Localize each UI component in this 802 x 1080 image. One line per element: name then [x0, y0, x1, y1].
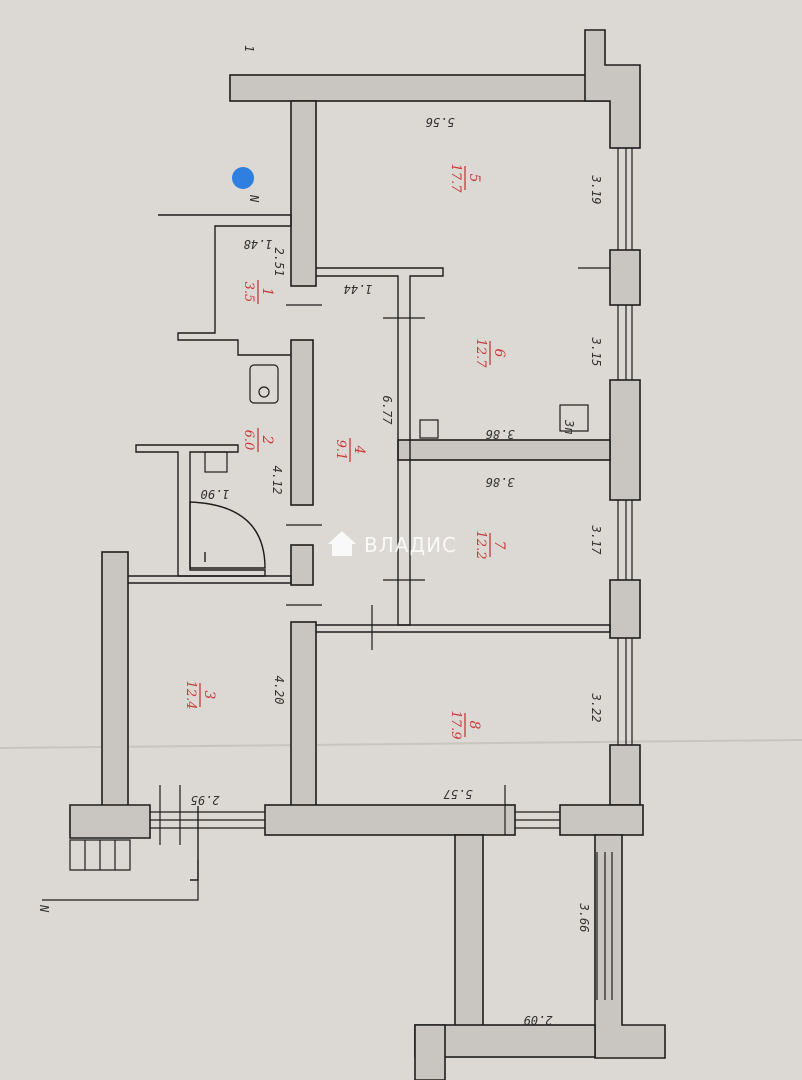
wall-left-3	[101, 551, 129, 808]
wall-inner-1	[290, 100, 317, 287]
window-annex	[596, 852, 613, 1000]
wall-right-pier-1	[609, 249, 641, 306]
paper-fold	[0, 739, 802, 749]
wall-annex-corner	[414, 1024, 446, 1080]
dimension-corridor-width: 1.44	[344, 282, 373, 296]
dimension-room3-width: 2.95	[191, 793, 220, 807]
wall-right-pier-2	[609, 379, 641, 501]
room-number: 2	[259, 435, 275, 445]
dimension-bottom-width: 5.57	[443, 787, 473, 801]
partition-4-8	[316, 624, 611, 633]
room-label-7: 712.2	[473, 531, 507, 560]
room-label-6: 612.7	[473, 339, 507, 369]
dimension-annex-width: 2.09	[524, 1013, 553, 1027]
window-room-6	[617, 305, 633, 380]
entrance-line	[42, 860, 199, 901]
partition-3-top	[128, 575, 292, 584]
shower-tray	[189, 501, 266, 569]
dimension-room3-height: 4.20	[272, 676, 286, 705]
wall-bottom-3-left	[69, 804, 151, 839]
label-n: N	[247, 194, 261, 203]
room-labels: 13.5 26.0 312.4 49.1 517.7 612.7 712.2 817.9	[183, 164, 507, 740]
watermark: ВЛАДИС	[328, 531, 457, 557]
dimension-room1-width: 1.48	[244, 237, 273, 251]
wall-right-pier-3	[609, 579, 641, 639]
dimension-room7-height: 3.17	[589, 525, 603, 556]
window-bottom-8	[515, 811, 560, 829]
dimension-corridor-length: 6.77	[380, 396, 394, 426]
room-label-1: 13.5	[241, 280, 275, 304]
wall-top-right	[584, 29, 641, 149]
room-area: 12.4	[183, 681, 198, 710]
toilet-icon	[249, 364, 279, 404]
room-number: 5	[466, 174, 482, 183]
wall-6-7	[397, 439, 611, 461]
dimension-annex-height: 3.66	[577, 903, 591, 933]
dimension-room6-width: 3.86	[486, 427, 516, 441]
room-area: 17.9	[448, 711, 463, 740]
wall-annex-left	[454, 834, 484, 1036]
label-n-bottom: N	[37, 904, 51, 913]
room-area: 9.1	[333, 440, 348, 461]
window-room-7	[617, 500, 633, 580]
partition-room-2	[135, 444, 266, 577]
entry-line	[190, 806, 199, 881]
dimension-room5-height: 3.19	[589, 175, 603, 205]
dimension-room2-height: 4.12	[270, 466, 284, 495]
location-marker-icon	[232, 167, 254, 189]
room-number: 7	[491, 541, 507, 550]
window-room-5	[612, 147, 640, 250]
room-area: 17.7	[448, 164, 463, 194]
dimension-bath-width: 1.90	[201, 487, 230, 501]
door-marks	[159, 267, 610, 845]
wall-top	[229, 74, 611, 102]
room-number: 4	[351, 445, 367, 455]
sink-icon	[204, 451, 228, 473]
wall-bottom-8	[264, 804, 516, 836]
partition-room-1	[158, 214, 292, 356]
room-number: 8	[466, 721, 482, 730]
wall-right-pier-4	[609, 744, 641, 806]
dimension-room6-height: 3.15	[589, 337, 603, 367]
house-icon	[328, 531, 356, 556]
dimension-room7-width: 3.86	[486, 475, 516, 489]
wall-inner-2	[290, 339, 314, 506]
stove-icon	[419, 419, 439, 439]
window-room-8	[617, 638, 633, 745]
wall-inner-3	[290, 544, 314, 586]
partition-corridor	[316, 267, 444, 626]
room-label-4: 49.1	[333, 438, 367, 462]
wall-bottom-8-right	[559, 804, 644, 836]
room-area: 12.2	[473, 531, 488, 560]
room-label-8: 817.9	[448, 711, 482, 740]
walls	[69, 29, 666, 1080]
room-number: 6	[491, 349, 507, 358]
label-one: 1	[242, 45, 256, 52]
room-area: 6.0	[241, 430, 256, 451]
entrance-steps	[69, 839, 131, 871]
room-number: 3	[201, 691, 217, 700]
dimension-top-width: 5.56	[426, 115, 455, 129]
thin-partitions	[128, 214, 611, 881]
toilet-bowl	[258, 386, 270, 398]
room-label-5: 517.7	[448, 164, 482, 194]
dimension-room1-height: 2.51	[272, 248, 286, 277]
dimension-labels: 5.56 3.19 3.15 3.86 3.86 3.17 3.22 5.57 6.77 1.44…	[191, 115, 603, 1027]
room-label-2: 26.0	[241, 428, 275, 452]
windows	[150, 147, 640, 1000]
closet-box	[559, 404, 589, 432]
dimension-room8-height: 3.22	[589, 693, 603, 723]
window-room-3	[150, 811, 265, 829]
wall-inner-4	[290, 621, 317, 808]
room-area: 3.5	[241, 282, 256, 303]
room-label-3: 312.4	[183, 681, 217, 710]
fixtures	[42, 364, 589, 901]
closet-label: 3п	[562, 419, 576, 434]
watermark-text: ВЛАДИС	[364, 533, 457, 557]
room-area: 12.7	[473, 339, 488, 369]
room-number: 1	[259, 288, 275, 297]
